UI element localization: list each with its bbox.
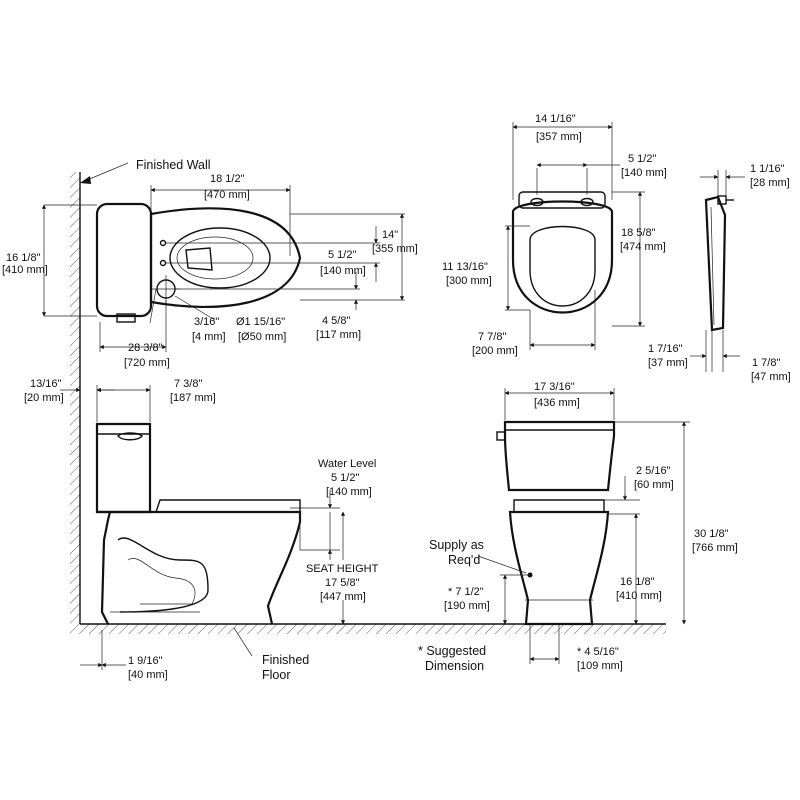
dim-total-height-mm: [766 mm] bbox=[692, 542, 738, 554]
dim-overall-length-in: 28 3/8" bbox=[128, 342, 163, 354]
dim-bowl-depth-mm: [355 mm] bbox=[372, 243, 418, 255]
finished-floor bbox=[70, 623, 666, 634]
dim-seat-length-mm: [474 mm] bbox=[620, 241, 666, 253]
dim-hinge-spacing-in: 5 1/2" bbox=[628, 153, 656, 165]
top-view bbox=[41, 185, 405, 352]
front-view bbox=[477, 388, 690, 664]
dim-seat-height-in: 17 5/8" bbox=[325, 577, 360, 589]
suggested-label-1: * Suggested bbox=[418, 644, 486, 658]
dim-tank-width-mm: [436 mm] bbox=[534, 397, 580, 409]
dim-seat-opening-mm: [300 mm] bbox=[446, 275, 492, 287]
seat-side-view bbox=[690, 170, 745, 372]
supply-label-1: Supply as bbox=[429, 538, 484, 552]
seat-outline bbox=[511, 200, 614, 314]
dim-drain-offset-in: 4 5/8" bbox=[322, 315, 350, 327]
dim-drain-dia-mm: [Ø50 mm] bbox=[238, 331, 286, 343]
dim-bolt-small-mm: [4 mm] bbox=[192, 331, 226, 343]
finished-floor-label-1: Finished bbox=[262, 653, 309, 667]
dim-seat-height-mm: [447 mm] bbox=[320, 591, 366, 603]
dim-total-height-in: 30 1/8" bbox=[694, 528, 729, 540]
finished-floor-label-2: Floor bbox=[262, 668, 290, 682]
dim-seat-width-mm: [357 mm] bbox=[536, 131, 582, 143]
seat-top-view bbox=[505, 122, 645, 350]
dim-supply-offset-in: * 4 5/16" bbox=[577, 646, 619, 658]
dim-tank-height-in: 16 1/8" bbox=[6, 252, 41, 264]
dim-overall-length-mm: [720 mm] bbox=[124, 357, 170, 369]
dim-rim-height-in: 16 1/8" bbox=[620, 576, 655, 588]
suggested-label-2: Dimension bbox=[425, 659, 484, 673]
dim-seat-thick1-mm: [37 mm] bbox=[648, 357, 688, 369]
dim-supply-offset-mm: [109 mm] bbox=[577, 660, 623, 672]
dim-tank-width-in: 17 3/16" bbox=[534, 381, 575, 393]
dim-base-offset-in: 1 9/16" bbox=[128, 655, 163, 667]
dim-bolt-small-in: 3/16" bbox=[194, 316, 219, 328]
dim-tank-depth-mm: [187 mm] bbox=[170, 392, 216, 404]
dim-bolt-spacing-mm: [140 mm] bbox=[320, 265, 366, 277]
bowl-front-outline bbox=[508, 510, 610, 626]
dim-bowl-depth-in: 14" bbox=[382, 229, 398, 241]
dim-lid-gap-in: 2 5/16" bbox=[636, 465, 671, 477]
dim-lid-gap-mm: [60 mm] bbox=[634, 479, 674, 491]
dim-opening-width-in: 7 7/8" bbox=[478, 331, 506, 343]
seat-side-outline bbox=[155, 499, 301, 513]
dim-wall-gap-mm: [20 mm] bbox=[24, 392, 64, 404]
dim-seat-thick1-in: 1 7/16" bbox=[648, 343, 683, 355]
dim-top-length-in: 18 1/2" bbox=[210, 173, 245, 185]
tank-front-outline bbox=[503, 420, 616, 492]
dim-wall-gap-in: 13/16" bbox=[30, 378, 62, 390]
seat-front-outline bbox=[513, 499, 605, 513]
dim-water-level-mm: [140 mm] bbox=[326, 486, 372, 498]
dim-base-offset-mm: [40 mm] bbox=[128, 669, 168, 681]
seat-height-label: SEAT HEIGHT bbox=[306, 563, 379, 575]
water-level-label: Water Level bbox=[318, 458, 376, 470]
supply-label-2: Req'd bbox=[448, 553, 480, 567]
finished-wall bbox=[70, 172, 81, 624]
bowl-top-outline bbox=[149, 207, 302, 309]
dim-drain-dia-in: Ø1 15/16" bbox=[236, 316, 285, 328]
dim-opening-width-mm: [200 mm] bbox=[472, 345, 518, 357]
dim-seat-opening-in: 11 13/16" bbox=[442, 261, 488, 273]
dim-water-level-in: 5 1/2" bbox=[331, 472, 359, 484]
dim-top-length-mm: [470 mm] bbox=[204, 189, 250, 201]
dim-tank-height-mm: [410 mm] bbox=[2, 264, 48, 276]
tank-side-outline bbox=[95, 422, 152, 514]
dim-seat-width-in: 14 1/16" bbox=[535, 113, 576, 125]
dim-seat-thick2-in: 1 7/8" bbox=[752, 357, 780, 369]
dim-seat-length-in: 18 5/8" bbox=[621, 227, 656, 239]
side-view bbox=[60, 385, 346, 670]
dim-hinge-spacing-mm: [140 mm] bbox=[621, 167, 667, 179]
dim-supply-height-mm: [190 mm] bbox=[444, 600, 490, 612]
dim-tank-depth-in: 7 3/8" bbox=[174, 378, 202, 390]
dim-drain-offset-mm: [117 mm] bbox=[316, 329, 361, 341]
tank-top-outline bbox=[95, 202, 153, 318]
dim-supply-height-in: * 7 1/2" bbox=[448, 586, 484, 598]
finished-wall-label: Finished Wall bbox=[136, 158, 211, 172]
dim-seat-thick2-mm: [47 mm] bbox=[751, 371, 791, 383]
dim-hinge-thick-in: 1 1/16" bbox=[750, 163, 785, 175]
dim-bolt-spacing-in: 5 1/2" bbox=[328, 249, 356, 261]
dim-rim-height-mm: [410 mm] bbox=[616, 590, 662, 602]
dim-hinge-thick-mm: [28 mm] bbox=[750, 177, 790, 189]
